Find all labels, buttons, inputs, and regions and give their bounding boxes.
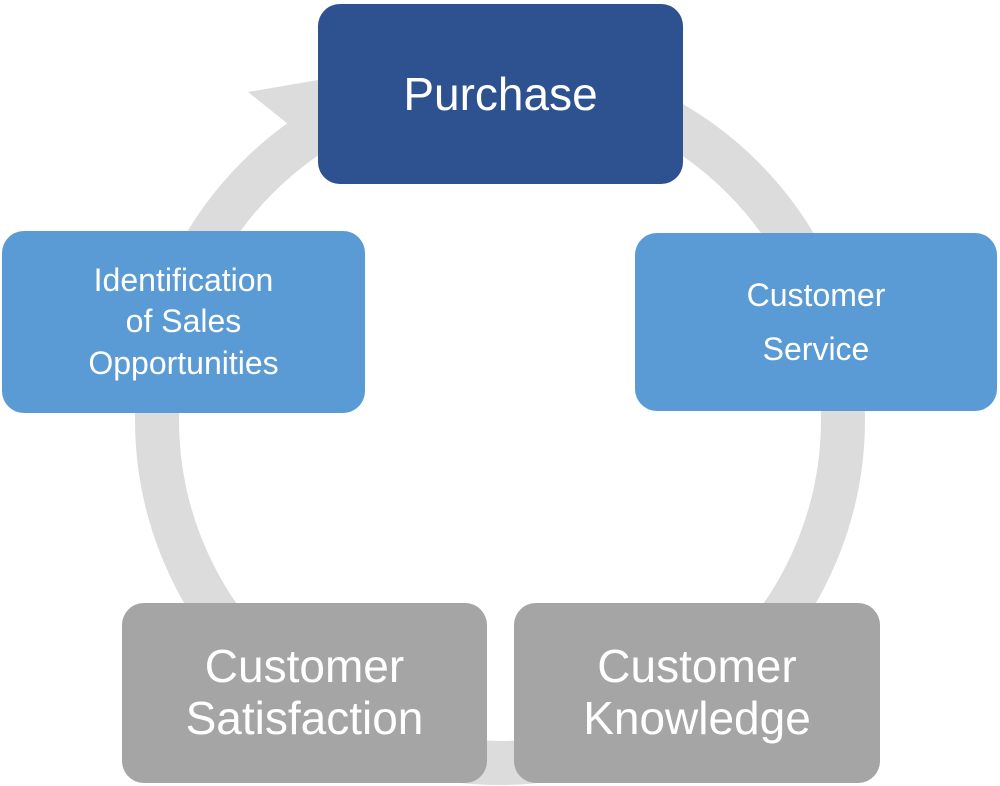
identification-node: Identification of Sales Opportunities [2,231,365,413]
cycle-arrowhead-icon [248,80,318,148]
customer-satisfaction-label: Customer Satisfaction [185,640,424,744]
identification-label: Identification of Sales Opportunities [88,261,279,381]
customer-knowledge-node: Customer Knowledge [514,603,880,783]
customer-service-node: Customer Service [635,233,997,411]
customer-knowledge-label: Customer Knowledge [583,640,811,744]
purchase-node: Purchase [318,4,683,184]
customer-satisfaction-node: Customer Satisfaction [122,603,487,783]
customer-service-label: Customer Service [746,276,886,367]
purchase-label: Purchase [403,67,598,120]
